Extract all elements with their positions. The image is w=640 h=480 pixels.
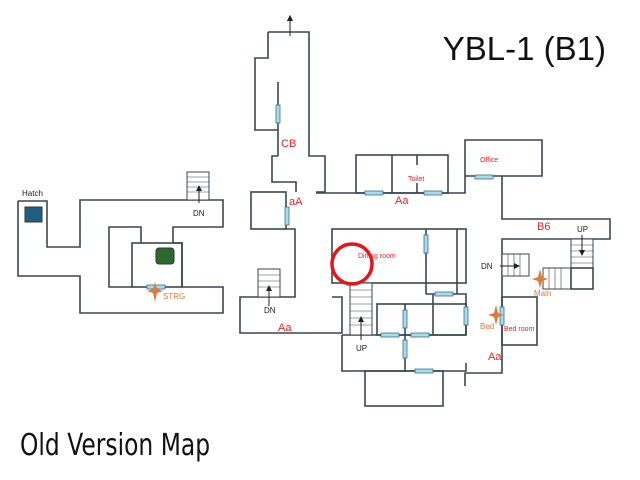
toilet-label: Toilet (408, 176, 424, 183)
office-label: Office (480, 157, 498, 164)
strg-marker-icon (147, 282, 163, 302)
up-center-label: UP (356, 344, 367, 353)
aA-label: aA (289, 196, 303, 208)
main-building (239, 15, 611, 407)
map-footer: Old Version Map (20, 428, 211, 463)
aa-right-label: Aa (488, 351, 502, 363)
dining-room-label: Dining room (358, 253, 396, 260)
bed-marker-icon (488, 305, 504, 325)
cb-label: CB (281, 138, 296, 150)
dn-left-label: DN (193, 209, 205, 218)
stairs-left (186, 171, 210, 203)
map-title: YBL-1 (B1) (442, 30, 606, 67)
strg-label: STRG (163, 292, 185, 301)
main-marker-icon (532, 269, 548, 288)
dn-center-label: DN (264, 306, 276, 315)
up-right-label: UP (577, 225, 588, 234)
aa-left-label: Aa (278, 322, 292, 334)
main-label: Main (534, 289, 551, 298)
storage-building (17, 171, 224, 314)
aa-top-label: Aa (395, 195, 409, 207)
dn-right-label: DN (481, 262, 493, 271)
bedroom-label: Bed room (504, 326, 535, 333)
b6-label: B6 (537, 221, 550, 233)
bed-label: Bed (480, 322, 494, 331)
highlight-circle[interactable] (330, 242, 374, 286)
hatch-icon[interactable] (24, 206, 43, 223)
hatch-label: Hatch (22, 189, 43, 198)
green-object-icon (155, 247, 175, 265)
